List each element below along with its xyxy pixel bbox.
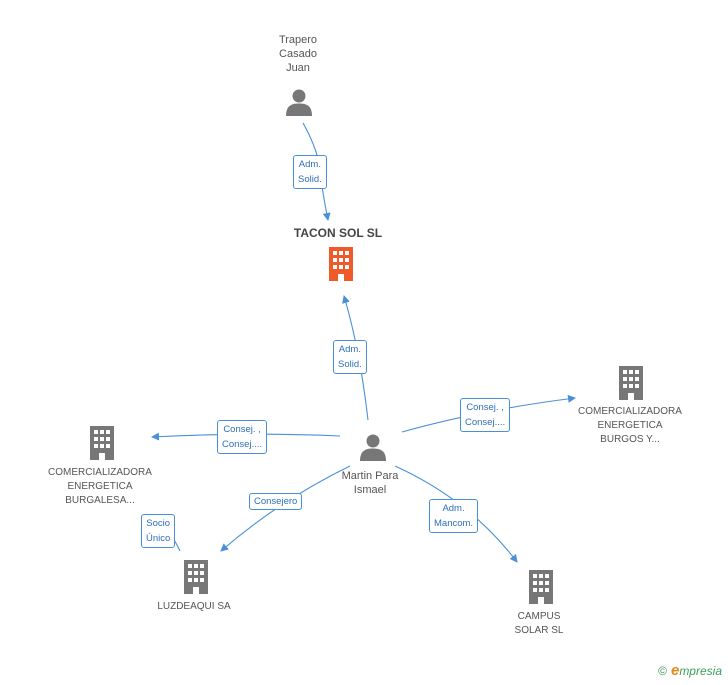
building-icon[interactable] (329, 247, 353, 281)
node-label-com-burgos[interactable]: COMERCIALIZADORA ENERGETICA BURGOS Y... (578, 406, 682, 445)
edge-label-burgalesa-luz[interactable]: Socio Único (141, 514, 176, 548)
edge-label-trapero-tacon[interactable]: Adm. Solid. (293, 155, 327, 189)
empresia-logo[interactable]: ©empresia (658, 662, 722, 679)
copyright-symbol: © (658, 664, 667, 678)
node-label-luzdeaqui[interactable]: LUZDEAQUI SA (157, 601, 231, 612)
node-label-campus[interactable]: CAMPUS SOLAR SL (514, 611, 564, 636)
node-label-trapero[interactable]: Trapero Casado Juan (278, 34, 318, 74)
edge-label-martin-campus[interactable]: Adm. Mancom. (429, 499, 479, 533)
edge-label-martin-tacon[interactable]: Adm. Solid. (333, 340, 367, 374)
person-icon[interactable] (360, 434, 386, 462)
building-icon[interactable] (90, 426, 114, 460)
brand-name: mpresia (679, 664, 722, 678)
edge-label-martin-burgos[interactable]: Consej. , Consej.... (460, 398, 511, 432)
building-icon[interactable] (529, 570, 553, 604)
person-icon[interactable] (286, 89, 312, 117)
node-label-tacon-sol[interactable]: TACON SOL SL (293, 226, 383, 240)
edge-label-martin-luz[interactable]: Consejero (249, 493, 303, 510)
brand-initial: e (670, 662, 680, 679)
building-icon[interactable] (619, 366, 643, 400)
node-label-martin[interactable]: Martin Para Ismael (341, 470, 399, 496)
building-icon[interactable] (184, 560, 208, 594)
node-label-com-burgalesa[interactable]: COMERCIALIZADORA ENERGETICA BURGALESA... (48, 467, 152, 506)
edge-label-martin-burgalesa[interactable]: Consej. , Consej.... (217, 420, 268, 454)
